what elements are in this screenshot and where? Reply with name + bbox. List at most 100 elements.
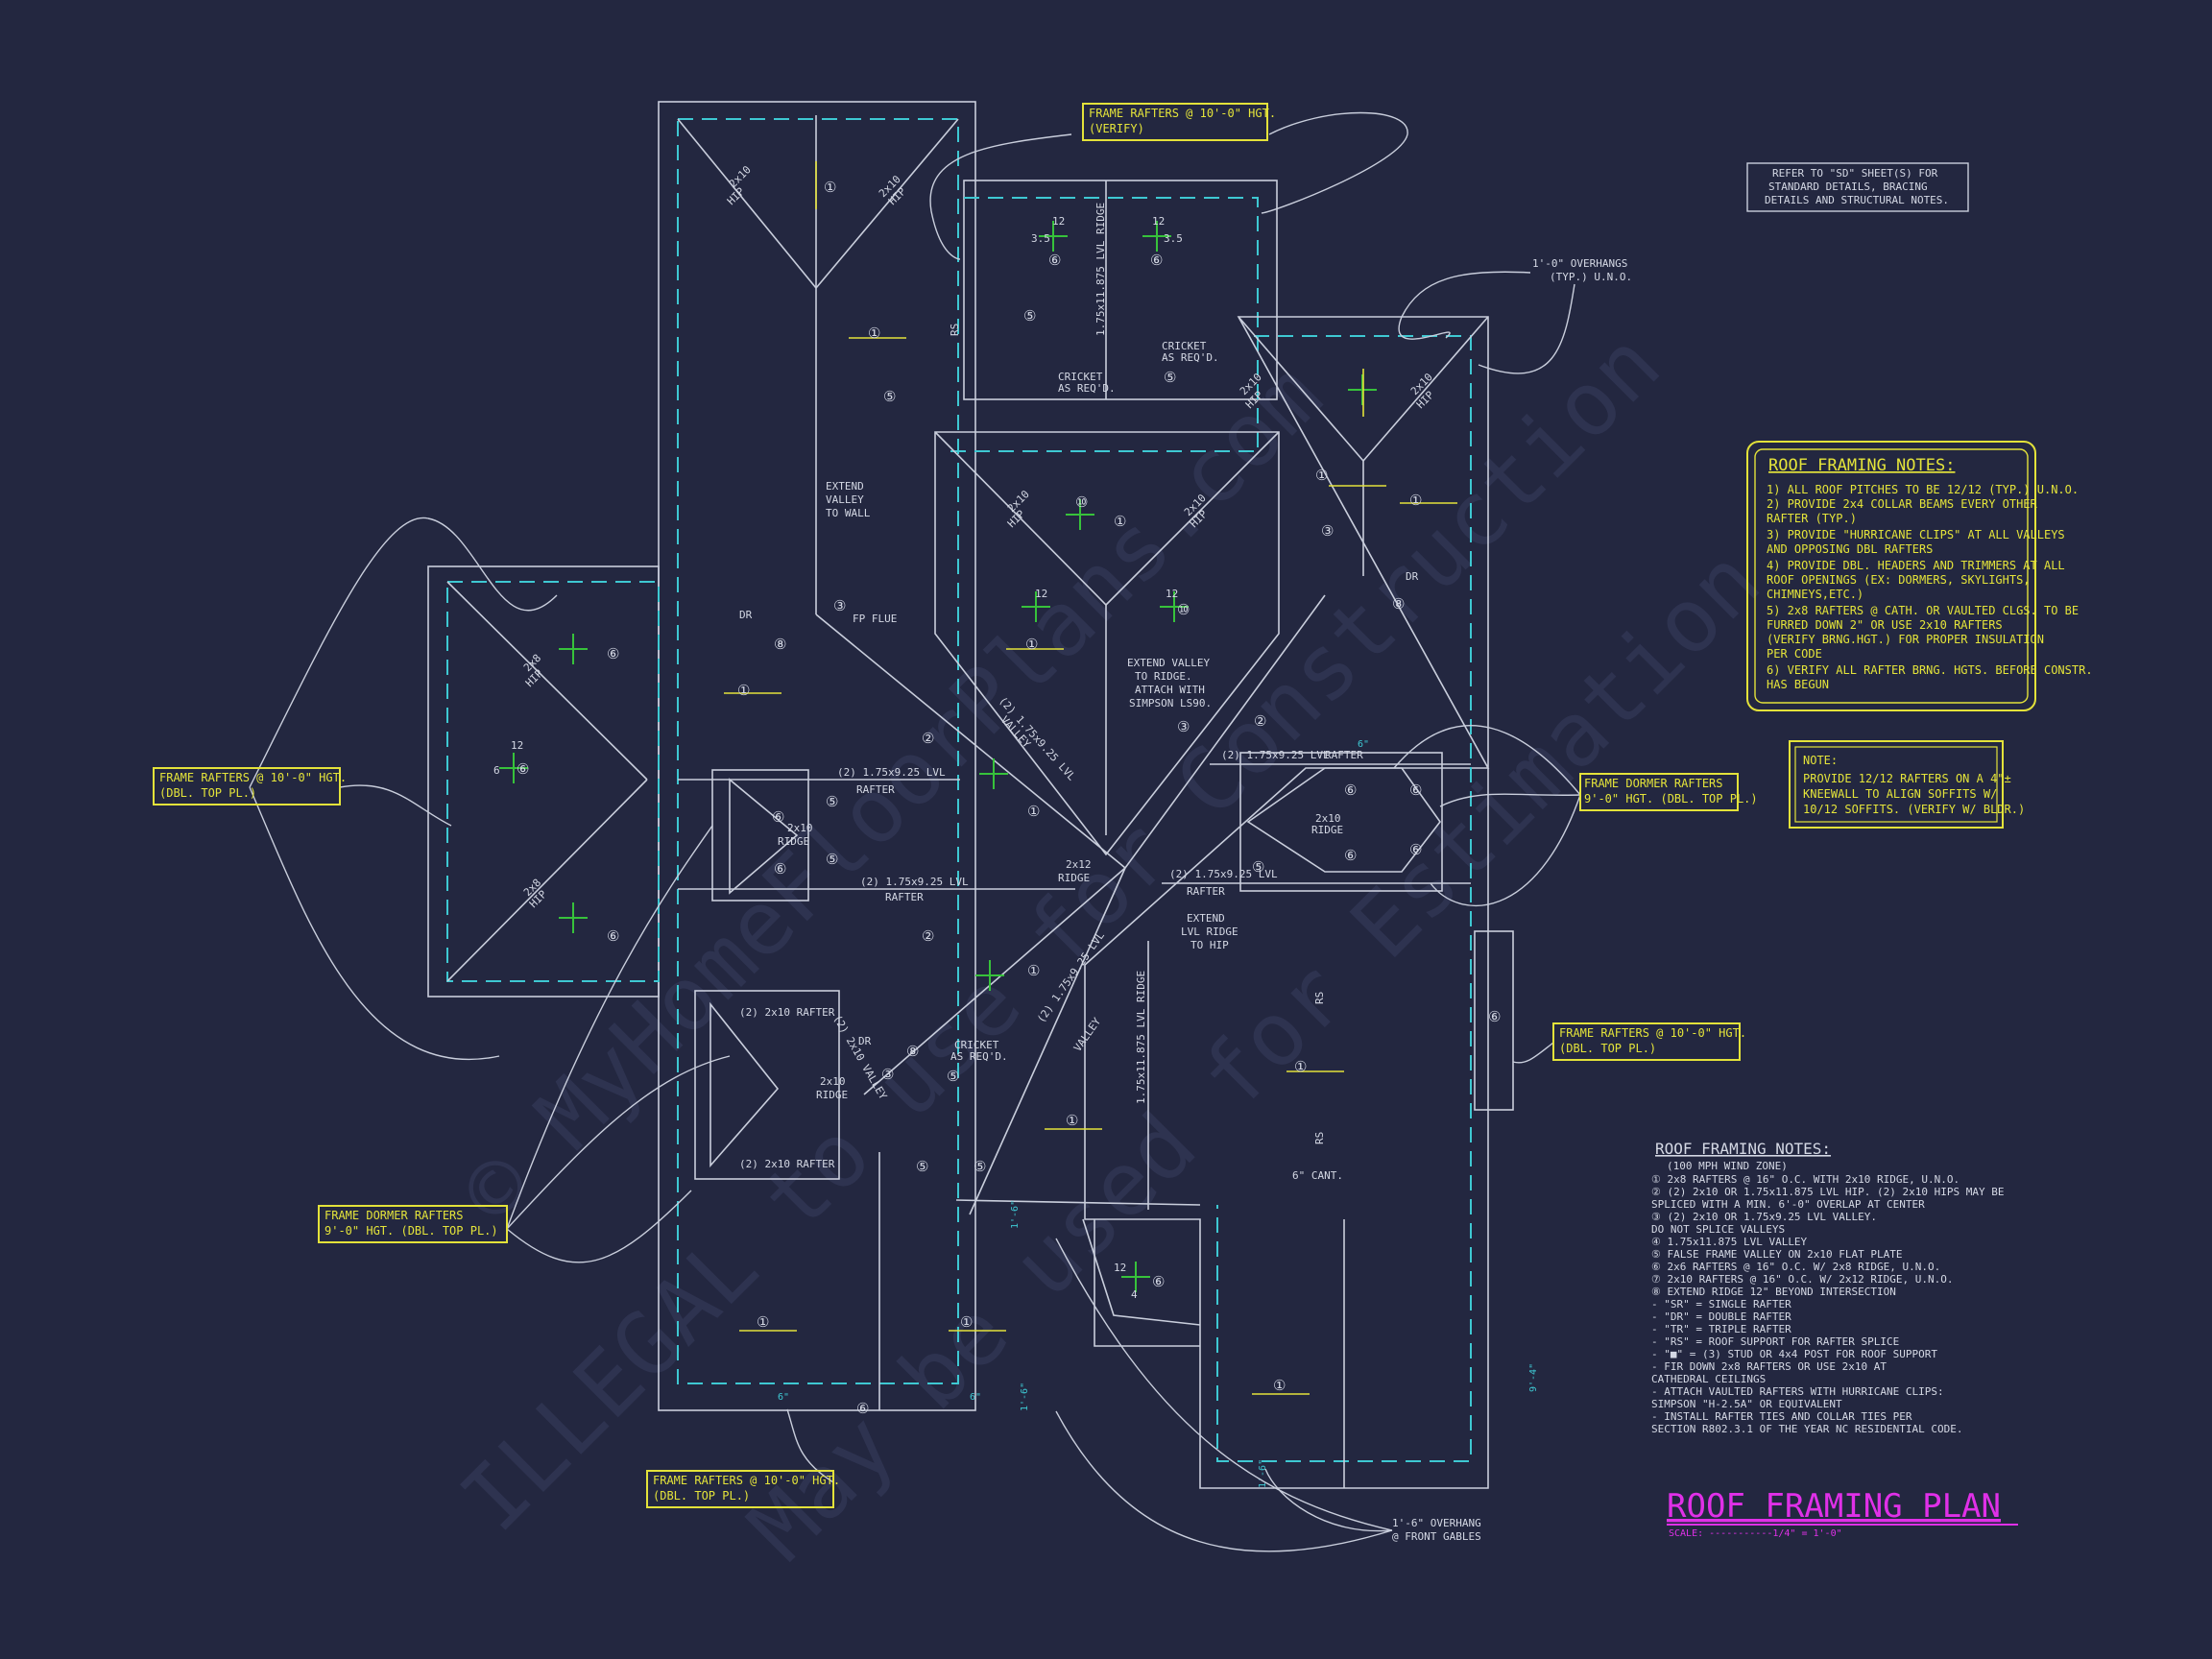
marker-6k: ⑥: [1409, 841, 1422, 858]
legend-subtitle: (100 MPH WIND ZONE): [1667, 1160, 1788, 1172]
pitch-symbol-10: [975, 960, 1004, 991]
lvl-ridge-label-2: 1.75x11.875 LVL RIDGE: [1135, 971, 1147, 1104]
callout-right-lower-line-1: FRAME RAFTERS @ 10'-0" HGT.: [1559, 1026, 1746, 1040]
marker-6c: ⑥: [607, 645, 619, 662]
marker-8c: ⑧: [906, 1043, 919, 1060]
pitch-symbol-6: [559, 634, 588, 664]
marker-6e: ⑥: [607, 927, 619, 945]
reference-note: REFER TO "SD" SHEET(S) FOR STANDARD DETA…: [1746, 162, 1969, 212]
leader-top-right: [1261, 111, 1408, 214]
legend-item-12: - "DR" = DOUBLE RAFTER: [1651, 1310, 1791, 1323]
marker-5h: ⑤: [916, 1158, 928, 1175]
marker-1c: ①: [737, 682, 750, 699]
marker-6f: ⑥: [772, 808, 784, 826]
lower-bay: [1094, 1219, 1200, 1347]
extend-lvl-ridge-3: TO HIP: [1190, 939, 1229, 951]
top-center-overhang: [964, 197, 1259, 451]
marker-1j: ①: [1294, 1058, 1307, 1075]
leader-overhang-typ-2: [1478, 283, 1575, 374]
reference-note-line-3: DETAILS AND STRUCTURAL NOTES.: [1765, 194, 1949, 206]
notes-box-line-4: 3) PROVIDE "HURRICANE CLIPS" AT ALL VALL…: [1767, 528, 2065, 541]
legend-item-19: SIMPSON "H-2.5A" OR EQUIVALENT: [1651, 1398, 1842, 1410]
lvl-rafter-4b: RAFTER: [1325, 749, 1363, 761]
notes-box-outer: [1746, 441, 2036, 711]
callout-bottom-line-2: (DBL. TOP PL.): [653, 1489, 750, 1503]
ridge-2x10-c: 2x10: [787, 822, 813, 834]
ridge-2x10-e: 2x10: [820, 1075, 846, 1088]
notes-box-line-3: RAFTER (TYP.): [1767, 512, 1857, 525]
leader-bottom-2: [1055, 1238, 1393, 1531]
callout-top-line-1: FRAME RAFTERS @ 10'-0" HGT.: [1089, 107, 1276, 120]
rafter-2x10-label-2: (2) 2x10 RAFTER: [739, 1158, 835, 1170]
ovh-label-5: 1'-6": [1020, 1382, 1030, 1411]
marker-3a: ③: [833, 597, 846, 614]
note-box-frame: [1789, 740, 2004, 829]
pitch-num-4: 3.5: [1164, 232, 1183, 245]
lvl-rafter-4a: (2) 1.75x9.25 LVL: [1221, 749, 1330, 761]
notes-box-title: ROOF FRAMING NOTES:: [1768, 456, 1955, 475]
legend-item-4: ③ (2) 2x10 OR 1.75x9.25 LVL VALLEY.: [1651, 1211, 1877, 1223]
legend-item-6: ④ 1.75x11.875 LVL VALLEY: [1651, 1236, 1808, 1248]
marker-1e: ①: [1409, 492, 1422, 509]
note-box-line-3: 10/12 SOFFITS. (VERIFY W/ BLDR.): [1803, 803, 2025, 816]
pitch-num-7: 12: [511, 739, 523, 752]
marker-1m: ①: [960, 1313, 973, 1331]
legend-item-7: ⑤ FALSE FRAME VALLEY ON 2x10 FLAT PLATE: [1651, 1248, 1903, 1261]
marker-1k: ①: [1066, 1112, 1078, 1129]
pitch-symbol-3: [1066, 499, 1094, 530]
legend-item-16: - FIR DOWN 2x8 RAFTERS OR USE 2x10 AT: [1651, 1360, 1887, 1373]
marker-1g: ①: [1114, 513, 1126, 530]
lvl-ridge-label-1: 1.75x11.875 LVL RIDGE: [1094, 203, 1107, 336]
left-dormer-upper-hip: [729, 778, 799, 895]
note-box: NOTE: PROVIDE 12/12 RAFTERS ON A 4"± KNE…: [1789, 740, 2025, 829]
reference-note-line-2: STANDARD DETAILS, BRACING: [1768, 180, 1928, 193]
legend-item-5: DO NOT SPLICE VALLEYS: [1651, 1223, 1785, 1236]
cricket-1a: CRICKET: [1058, 371, 1103, 383]
marker-8b: ⑧: [1392, 595, 1405, 613]
left-dormer-upper: [711, 769, 809, 902]
marker-5i: ⑤: [974, 1158, 986, 1175]
marker-2b: ②: [1254, 712, 1266, 730]
legend-item-20: - INSTALL RAFTER TIES AND COLLAR TIES PE…: [1651, 1410, 1912, 1423]
left-hip-bottom: [446, 779, 648, 982]
legend-item-10: ⑧ EXTEND RIDGE 12" BEYOND INTERSECTION: [1651, 1286, 1896, 1298]
marker-6m: ⑥: [1152, 1273, 1165, 1290]
right-hip-right: [1362, 316, 1489, 462]
leader-right-dormer: [1439, 793, 1581, 807]
lvl-valley-2b: VALLEY: [1071, 1015, 1104, 1053]
notes-box-line-13: 6) VERIFY ALL RAFTER BRNG. HGTS. BEFORE …: [1767, 663, 2093, 677]
legend: ROOF FRAMING NOTES: (100 MPH WIND ZONE) …: [1651, 1140, 2004, 1435]
marker-10a: ⑩: [1075, 493, 1088, 511]
rs-label-3: RS: [949, 324, 961, 336]
extend-lvl-ridge-1: EXTEND: [1187, 912, 1225, 925]
legend-item-14: - "RS" = ROOF SUPPORT FOR RAFTER SPLICE: [1651, 1335, 1899, 1348]
title-block: ROOF FRAMING PLAN SCALE: -----------1/4"…: [1667, 1487, 2018, 1539]
overhang-gables-line-1: 1'-6" OVERHANG: [1392, 1517, 1481, 1529]
callout-left: FRAME RAFTERS @ 10'-0" HGT. (DBL. TOP PL…: [153, 767, 347, 805]
callout-right-dormer-box: [1579, 773, 1739, 811]
lvl-rafter-2a: (2) 1.75x9.25 LVL: [860, 876, 969, 888]
notes-box-line-9: 5) 2x8 RAFTERS @ CATH. OR VAULTED CLGS. …: [1767, 604, 2079, 617]
notes-box-line-1: 1) ALL ROOF PITCHES TO BE 12/12 (TYP.) U…: [1767, 483, 2079, 496]
legend-item-15: - "■" = (3) STUD OR 4x4 POST FOR ROOF SU…: [1651, 1348, 1937, 1360]
callout-left-box: [153, 767, 341, 805]
pitch-symbol-1: [1039, 221, 1068, 252]
overhang-note-typical: 1'-0" OVERHANGS (TYP.) U.N.O.: [1532, 257, 1632, 283]
hip-2x10-b: HIP: [725, 185, 748, 208]
marker-5a: ⑤: [1023, 307, 1036, 325]
marker-1l: ①: [757, 1313, 769, 1331]
pitch-symbol-9: [979, 758, 1008, 789]
marker-3b: ③: [1321, 522, 1334, 540]
overhang-typ-line-1: 1'-0" OVERHANGS: [1532, 257, 1627, 270]
marker-6l: ⑥: [1488, 1008, 1501, 1025]
callout-left-dormer: FRAME DORMER RAFTERS 9'-0" HGT. (DBL. TO…: [318, 1205, 508, 1243]
marker-1i: ①: [1027, 962, 1040, 979]
leader-right-lower: [1512, 1042, 1554, 1064]
right-wing-overhang: [1216, 335, 1472, 1462]
note-box-line-1: PROVIDE 12/12 RAFTERS ON A 4"±: [1803, 772, 2011, 785]
ridge-2x10-a: 2x10: [1315, 812, 1341, 825]
ridge-2x10-f: RIDGE: [816, 1089, 848, 1101]
marker-1b: ①: [868, 325, 880, 342]
reference-note-line-1: REFER TO "SD" SHEET(S) FOR: [1772, 167, 1938, 180]
dr-label-1: DR: [739, 609, 753, 621]
